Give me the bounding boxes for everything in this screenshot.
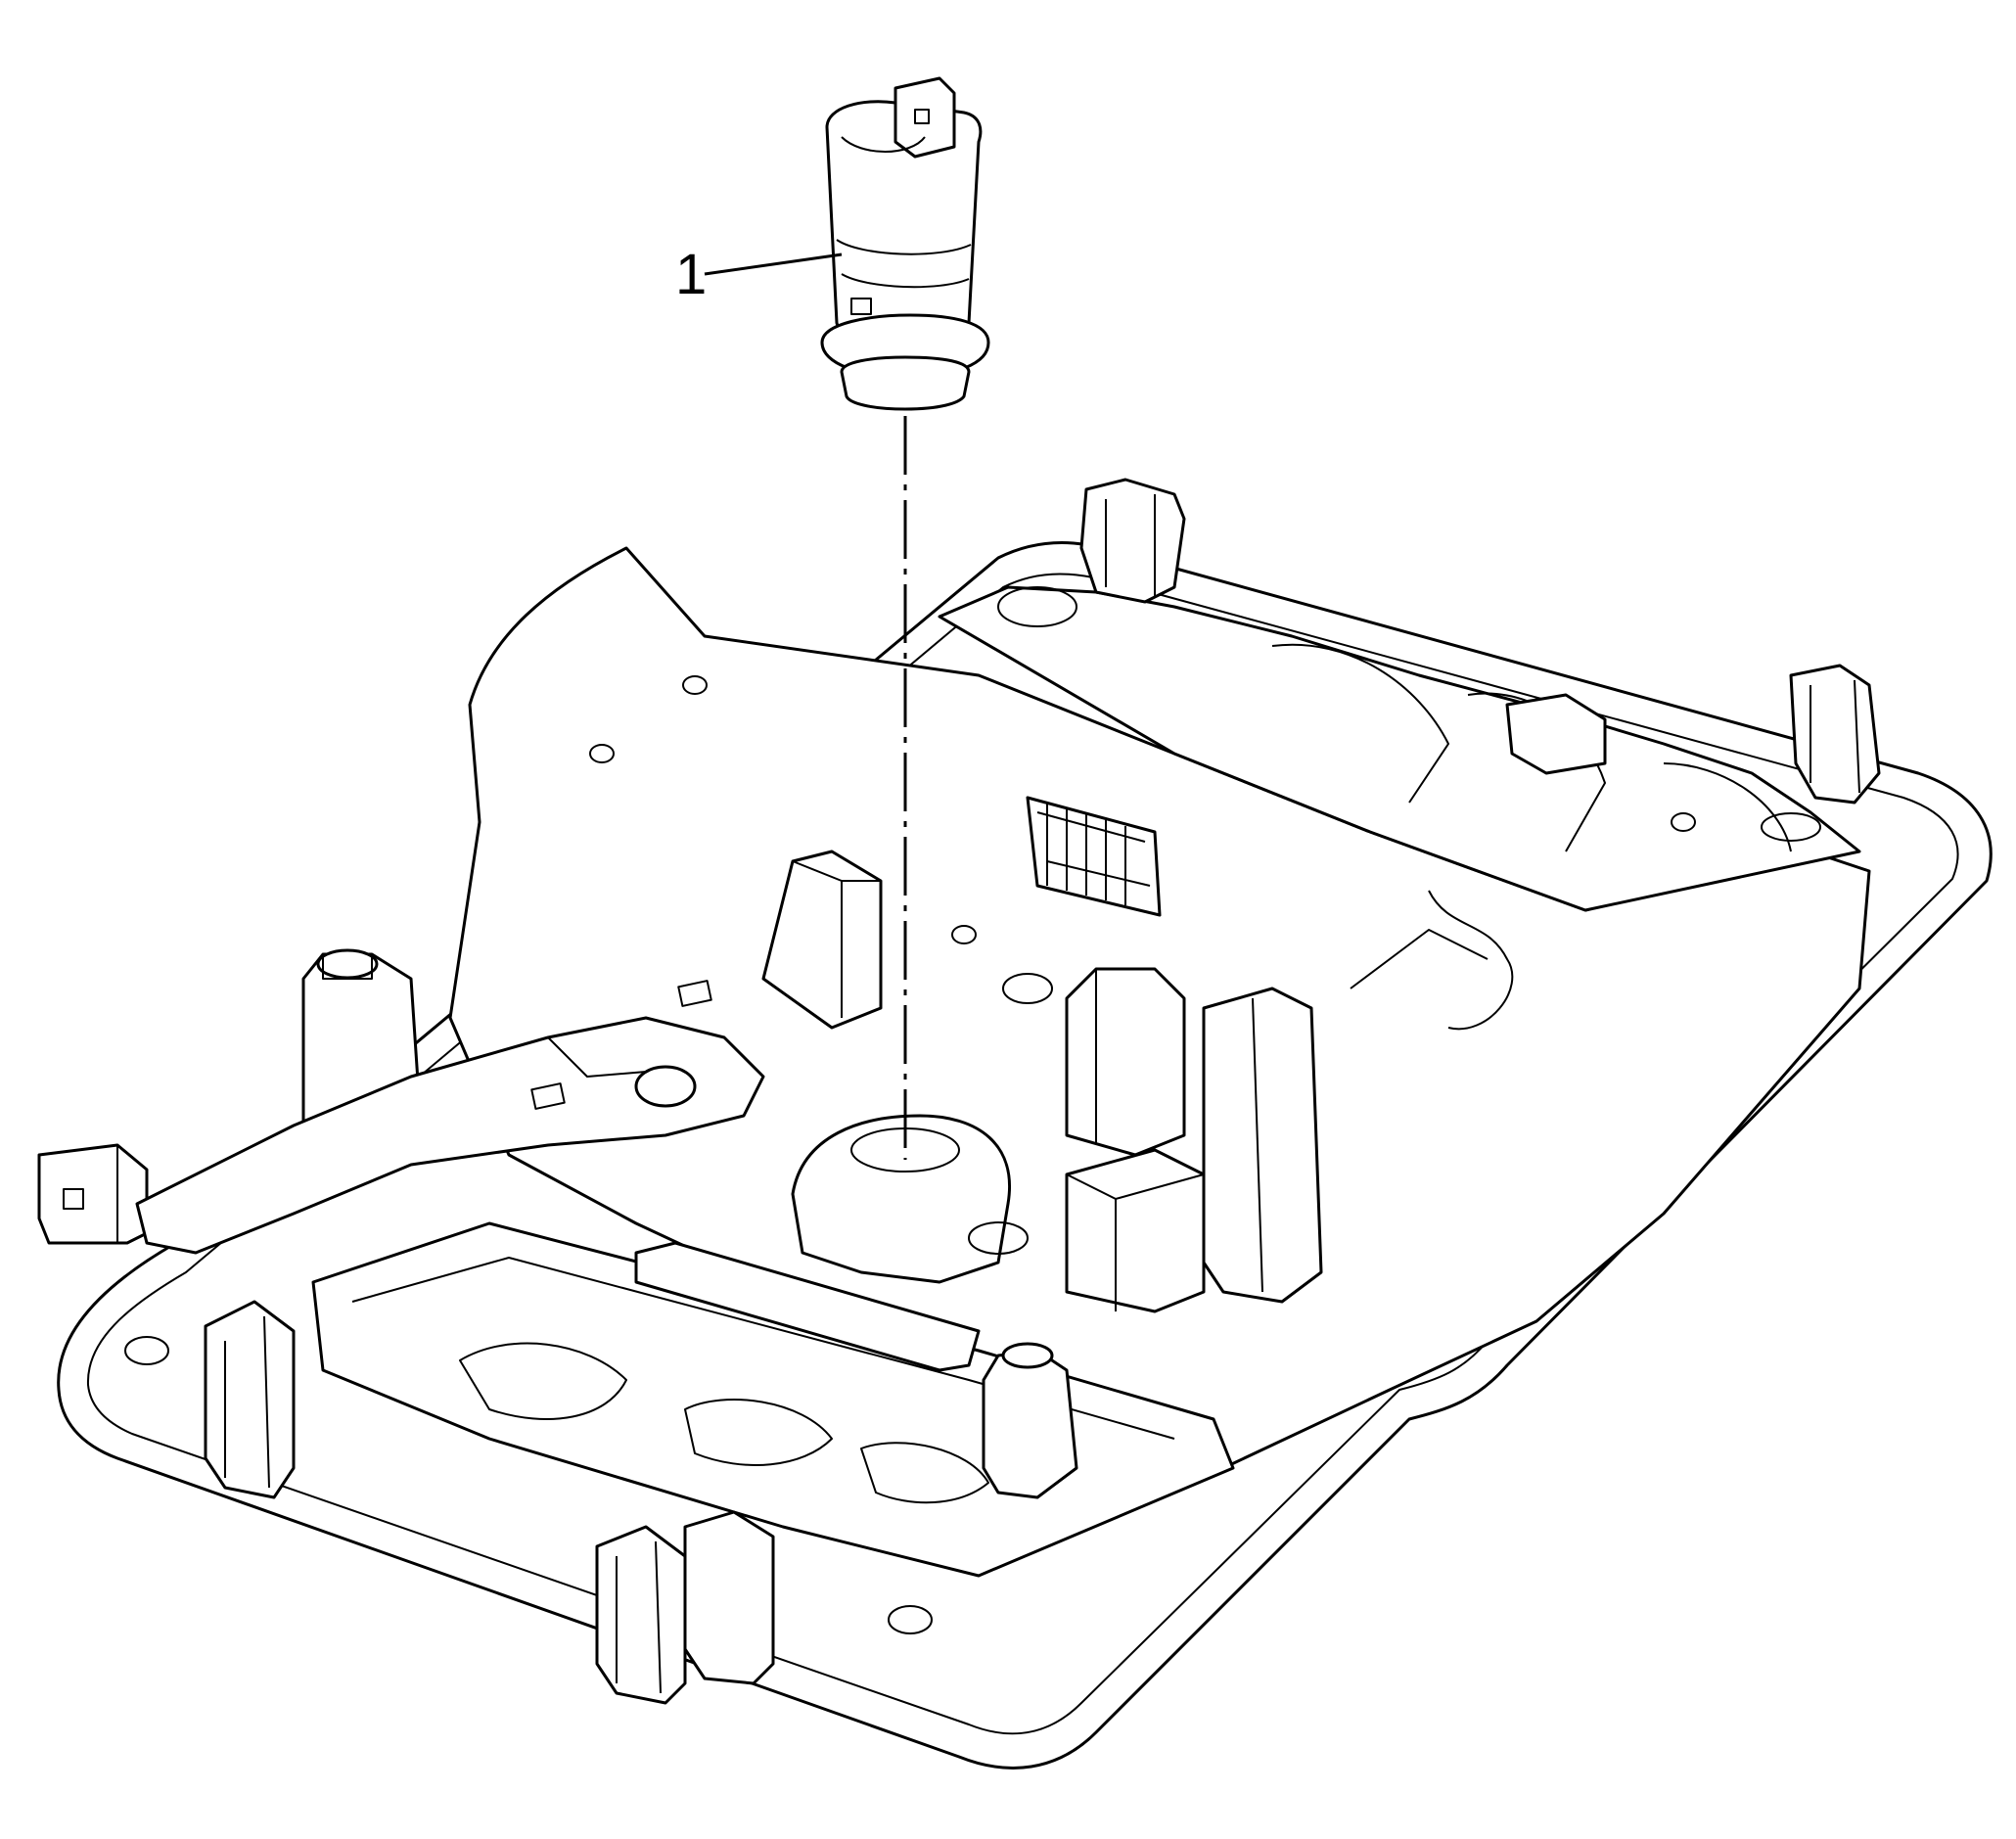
front-clip-right — [683, 1510, 775, 1685]
left-end-connector — [37, 1143, 149, 1245]
center-socket-hub — [791, 1114, 1011, 1284]
rear-tab-center — [1505, 693, 1607, 775]
ribbon-connector — [1026, 796, 1162, 917]
front-clip-center — [595, 1525, 687, 1705]
console-housing — [37, 478, 1993, 1770]
callout-1-label: 1 — [675, 243, 707, 306]
right-side-tower — [1202, 987, 1323, 1304]
front-slide-bar — [634, 1241, 981, 1372]
power-outlet-component — [820, 76, 990, 411]
outlet-top-latch — [893, 76, 956, 159]
housing-inner-rim — [86, 573, 1959, 1735]
callout-1-leader — [704, 253, 843, 276]
outlet-base-ring — [840, 355, 971, 411]
rear-clip-right — [1789, 664, 1881, 805]
right-connector-block — [1065, 1148, 1206, 1313]
rear-clip-left — [1079, 478, 1186, 604]
left-wing-plate — [135, 1016, 765, 1255]
wire-harness — [1428, 890, 1514, 1031]
front-clip-left — [204, 1300, 296, 1499]
front-right-post — [982, 1349, 1078, 1499]
center-right-socket — [1065, 967, 1186, 1157]
